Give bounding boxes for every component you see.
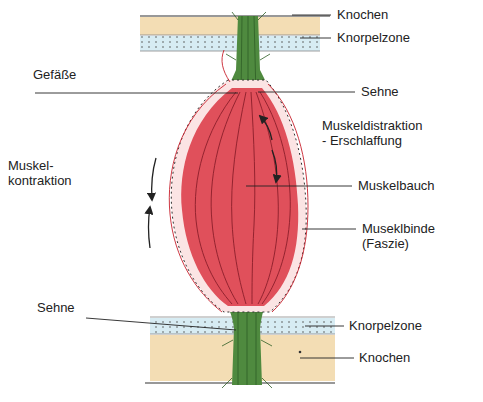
part-label: Knochen bbox=[337, 7, 388, 22]
part-label: Knorpelzone bbox=[337, 30, 410, 45]
part-label: Muskeldistraktion - Erschlaffung bbox=[322, 118, 428, 149]
part-label: Knochen bbox=[359, 350, 410, 365]
part-label: Sehne bbox=[361, 84, 399, 99]
part-label: Sehne bbox=[37, 300, 75, 315]
part-label: Gefäße bbox=[33, 67, 76, 82]
part-label: Muskelbauch bbox=[358, 178, 435, 193]
part-label: Muskel- kontraktion bbox=[8, 158, 78, 189]
part-label: Museklbinde (Faszie) bbox=[362, 221, 444, 252]
part-label: Knorpelzone bbox=[349, 318, 422, 333]
